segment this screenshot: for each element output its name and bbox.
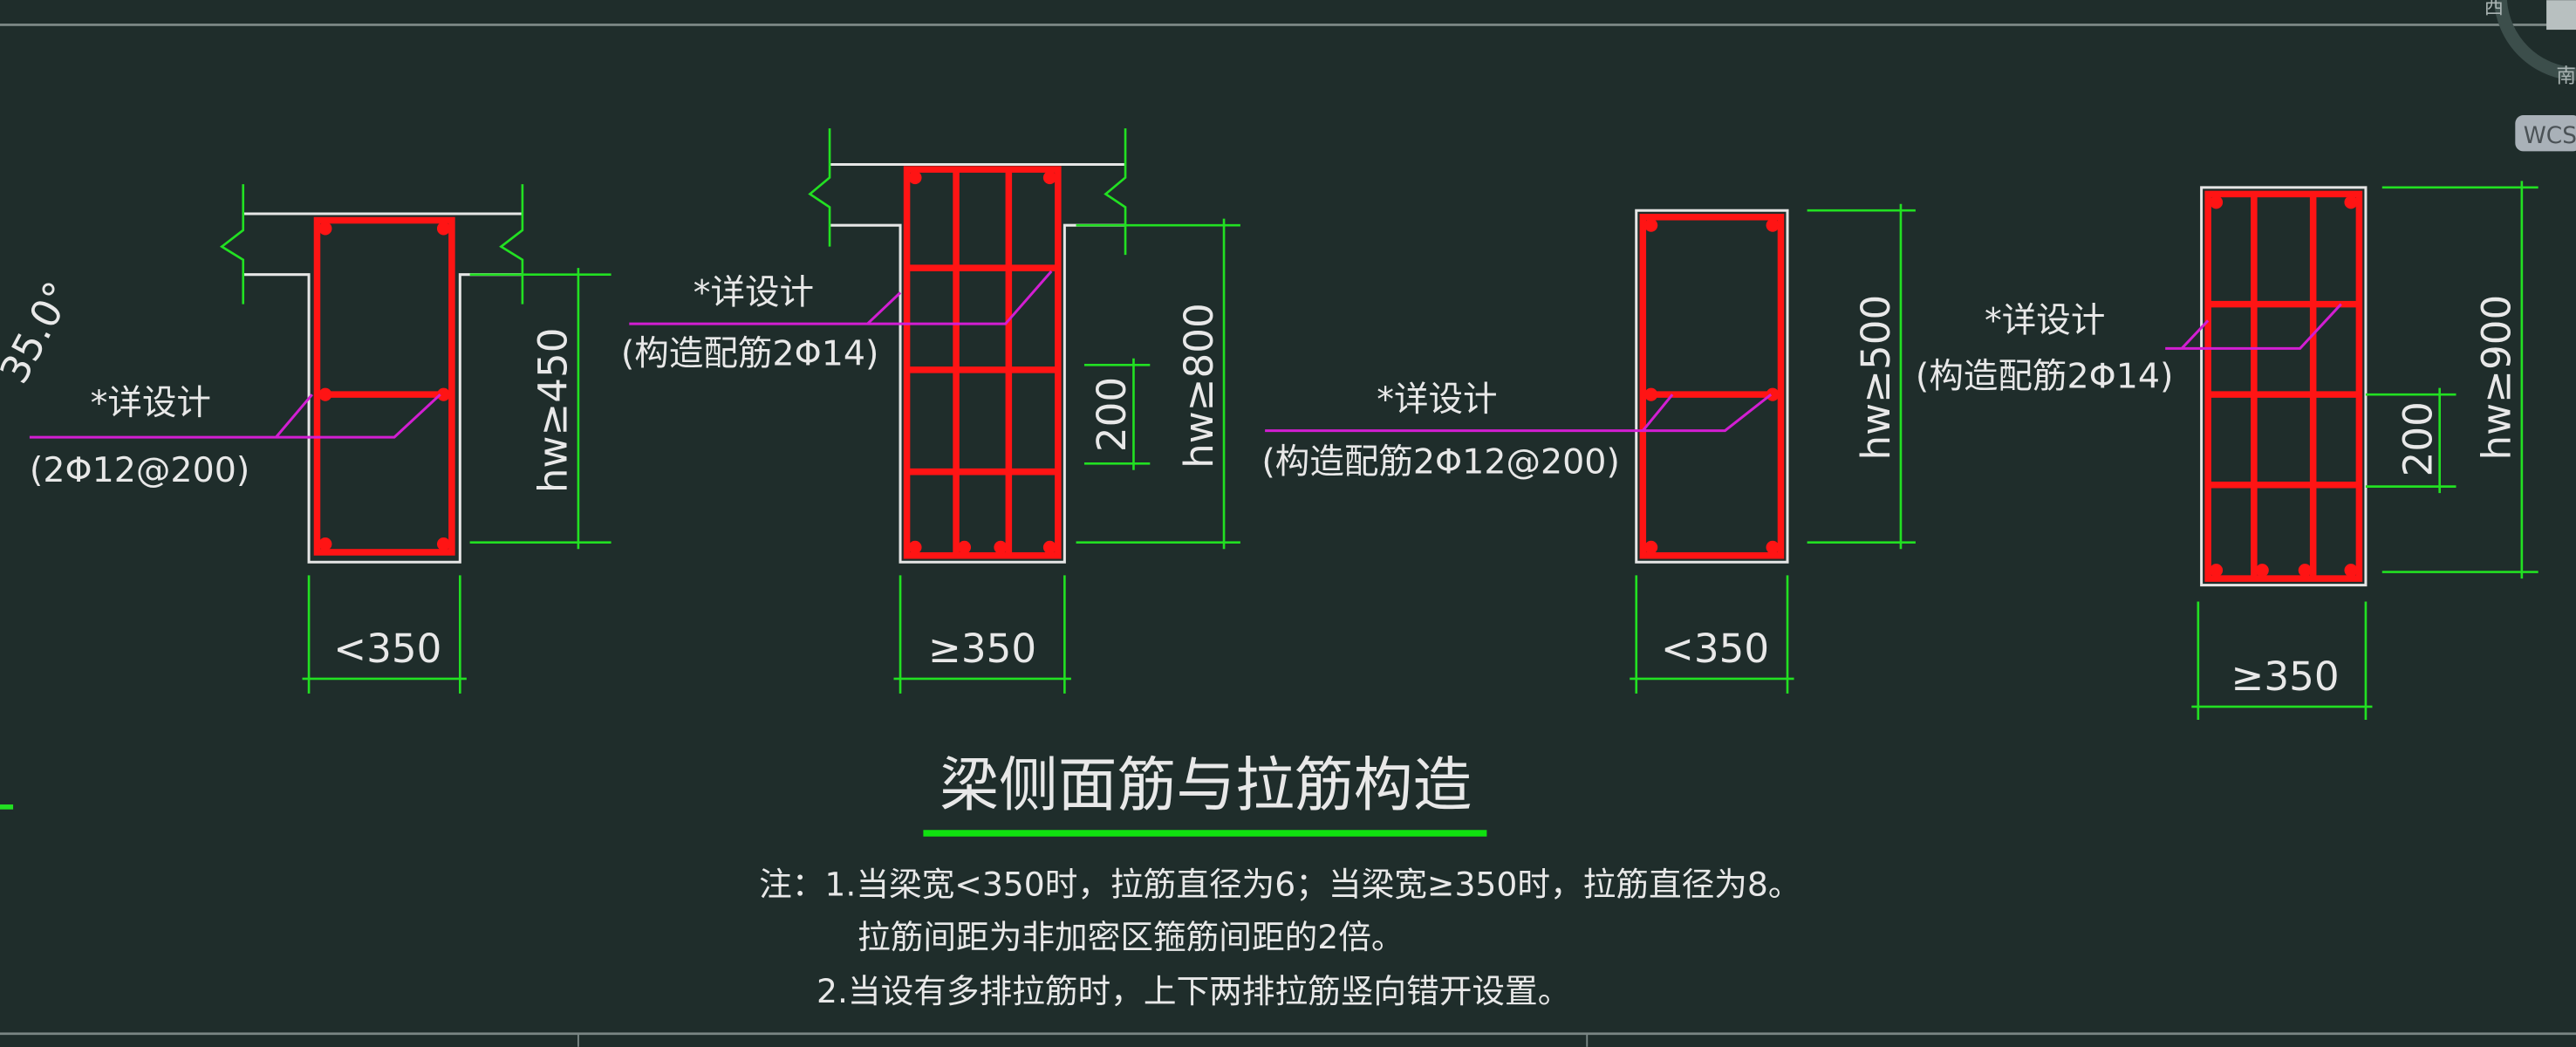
beam-2-rebar: (构造配筋2Φ14) xyxy=(621,333,879,373)
beam-4-spacing-dim: 200 xyxy=(2395,401,2441,476)
beam-section-2: *详设计 (构造配筋2Φ14) 200 hw≥800 ≥350 xyxy=(621,128,1240,694)
beam-section-4: *详设计 (构造配筋2Φ14) 200 hw≥900 ≥350 xyxy=(1916,181,2538,721)
beam-section-3: *详设计 (构造配筋2Φ12@200) hw≥500 <350 xyxy=(1261,203,1916,694)
beam-4-width-dim: ≥350 xyxy=(2231,654,2340,700)
beam-1-height-dim: hw≥450 xyxy=(530,327,577,493)
beam-1-note: *详设计 xyxy=(91,383,211,423)
note-line-2: 拉筋间距为非加密区箍筋间距的2倍。 xyxy=(858,918,1404,956)
beam-1-rebar: (2Φ12@200) xyxy=(30,450,249,490)
beam-section-1: *详设计 (2Φ12@200) hw≥450 <350 xyxy=(29,184,612,694)
viewcube-compass[interactable]: 西 南 xyxy=(2484,0,2576,87)
beam-3-rebar: (构造配筋2Φ12@200) xyxy=(1261,442,1620,482)
beam-2-spacing-dim: 200 xyxy=(1089,377,1135,452)
beam-2-height-dim: hw≥800 xyxy=(1176,303,1222,469)
beam-2-note: *详设计 xyxy=(694,273,814,313)
compass-west-label: 西 xyxy=(2484,0,2504,18)
beam-4-height-dim: hw≥900 xyxy=(2474,295,2520,461)
angle-text: 35.0° xyxy=(0,274,82,391)
beam-4-rebar: (构造配筋2Φ14) xyxy=(1916,357,2174,397)
drawing-title: 梁侧面筋与拉筋构造 xyxy=(940,750,1472,819)
beam-3-width-dim: <350 xyxy=(1661,626,1769,672)
note-line-1: 注：1.当梁宽<350时，拉筋直径为6；当梁宽≥350时，拉筋直径为8。 xyxy=(759,866,1800,904)
beam-3-height-dim: hw≥500 xyxy=(1853,295,1899,461)
compass-south-label: 南 xyxy=(2556,65,2576,87)
beam-2-width-dim: ≥350 xyxy=(928,626,1036,672)
wcs-button[interactable]: WCS xyxy=(2515,115,2576,152)
beam-1-width-dim: <350 xyxy=(333,626,441,672)
note-line-3: 2.当设有多排拉筋时，上下两排拉筋竖向错开设置。 xyxy=(817,972,1570,1010)
beam-4-note: *详设计 xyxy=(1985,301,2105,341)
svg-text:WCS: WCS xyxy=(2524,123,2576,149)
beam-3-note: *详设计 xyxy=(1377,380,1497,420)
